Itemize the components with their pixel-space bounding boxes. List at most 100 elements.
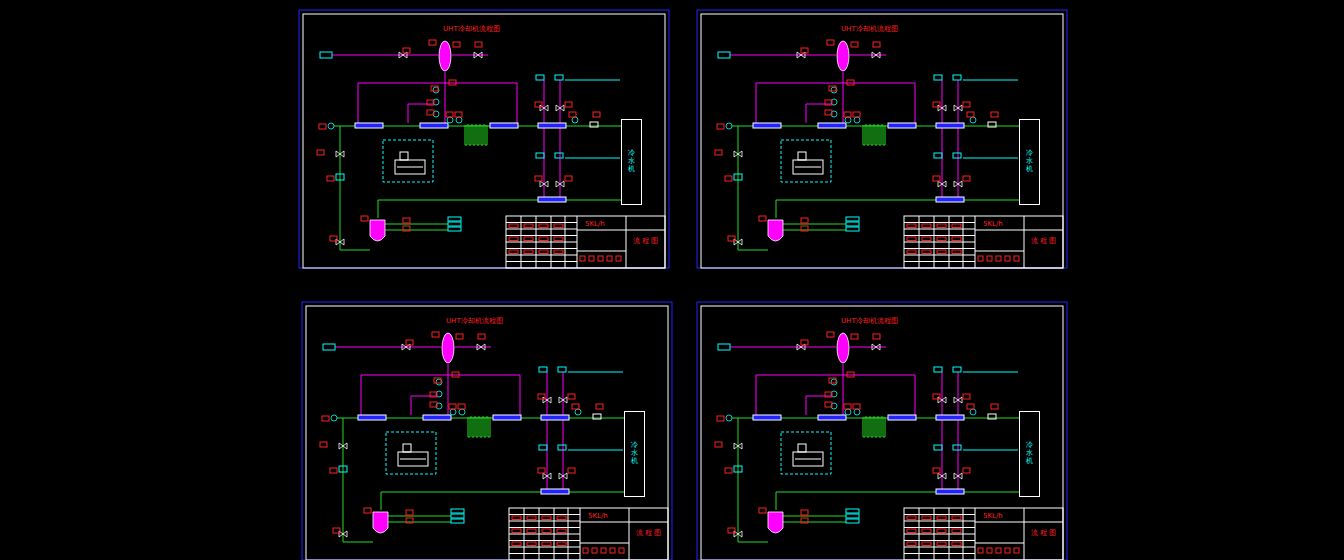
outlet-box [846, 222, 859, 226]
inlet-box [718, 344, 730, 350]
tag-marker [933, 468, 940, 473]
tag-marker [801, 226, 808, 231]
balance-tank [373, 512, 388, 533]
pipe-line [388, 516, 451, 517]
tag-marker [568, 394, 575, 399]
plate-exchanger [541, 415, 569, 420]
small-box [555, 153, 563, 158]
title-block-entry [580, 256, 585, 261]
drawing-frame [306, 306, 668, 560]
plate-exchanger [936, 197, 964, 202]
title-block-entry [509, 250, 518, 254]
title-block-entry [922, 237, 931, 241]
machine-line [397, 167, 423, 168]
valve-symbol [559, 397, 567, 403]
plate-exchanger [538, 123, 566, 128]
outlet-box [846, 519, 859, 523]
title-block-rule [949, 216, 950, 268]
title-block-entry [527, 529, 536, 533]
tag-marker [330, 468, 337, 473]
sheet-border [302, 302, 672, 560]
tag-marker [446, 112, 453, 117]
title-block-rule [509, 527, 580, 528]
title-block-rule [904, 222, 975, 223]
title-block-entry [937, 250, 946, 254]
title-block-rule [904, 255, 975, 256]
title-block-entry [1014, 548, 1019, 553]
plate-exchanger [358, 415, 386, 420]
title-block-entry [952, 542, 961, 546]
tag-marker [963, 176, 970, 181]
plate-exchanger [888, 123, 916, 128]
drawing-frame [701, 306, 1063, 560]
tag-marker [364, 508, 371, 513]
title-block-entry [512, 542, 521, 546]
small-box [558, 445, 566, 450]
tag-marker [801, 518, 808, 523]
chiller-label: 冷水机 [1026, 442, 1033, 465]
sheet-name: 流程图 [633, 238, 660, 246]
tag-marker [431, 86, 438, 91]
title-block-entry [509, 237, 518, 241]
pipe-line [776, 200, 1019, 218]
machine-line [795, 167, 821, 168]
title-block-rule [975, 230, 1063, 231]
title-block-entry [922, 529, 931, 533]
pipe-line [850, 347, 886, 348]
valve-symbol [872, 52, 880, 58]
pipe-line [783, 522, 846, 523]
title-block-rule [524, 508, 525, 560]
tag-marker [933, 102, 940, 107]
machine-enclosure [781, 432, 831, 474]
plate-exchanger [936, 415, 964, 420]
pipe-line [963, 372, 1018, 373]
pump-motor [798, 444, 806, 452]
title-block-rule [554, 508, 555, 560]
valve-symbol [954, 181, 962, 187]
valve-symbol [938, 181, 946, 187]
pipe-line [738, 418, 768, 542]
pipe-line [335, 347, 441, 348]
small-box [539, 367, 547, 372]
filter-box [734, 466, 742, 472]
deaerator-vessel [837, 333, 849, 363]
tag-marker [717, 124, 724, 129]
pipe-line [560, 80, 561, 200]
tag-marker [333, 528, 340, 533]
pipe-line [756, 83, 915, 123]
chiller-label: 冷水机 [1026, 150, 1033, 173]
small-box [934, 75, 942, 80]
valve-symbol [543, 397, 551, 403]
drawing-sheet [302, 302, 672, 560]
outlet-box [451, 519, 464, 523]
tag-marker [728, 236, 735, 241]
chiller-box: 冷水机 [1019, 411, 1040, 497]
title-block-entry [1005, 256, 1010, 261]
pipe-line [738, 126, 768, 250]
capacity-label: 5KL/h [983, 221, 1003, 229]
pipe-line [388, 522, 451, 523]
title-block-entry [610, 548, 615, 553]
gauge-symbol [328, 123, 334, 129]
tag-marker [728, 528, 735, 533]
sheet-name: 流程图 [636, 530, 663, 538]
machine-line [795, 459, 821, 460]
title-block-rule [577, 230, 665, 231]
title-block-rule [509, 540, 580, 541]
pipe-line [942, 80, 943, 200]
tag-marker [319, 124, 326, 129]
tag-marker [403, 218, 410, 223]
tag-marker [453, 42, 460, 47]
tag-marker [434, 378, 441, 383]
tag-marker [322, 416, 329, 421]
tag-marker [569, 112, 576, 117]
small-box [558, 367, 566, 372]
valve-symbol [872, 344, 880, 350]
tag-marker [759, 216, 766, 221]
drawing-title: UHT冷却机流程图 [446, 318, 503, 326]
pipe-line [358, 83, 517, 123]
tag-marker [725, 176, 732, 181]
plate-exchanger [490, 123, 518, 128]
pipe-line [958, 80, 959, 200]
title-block-entry [937, 237, 946, 241]
